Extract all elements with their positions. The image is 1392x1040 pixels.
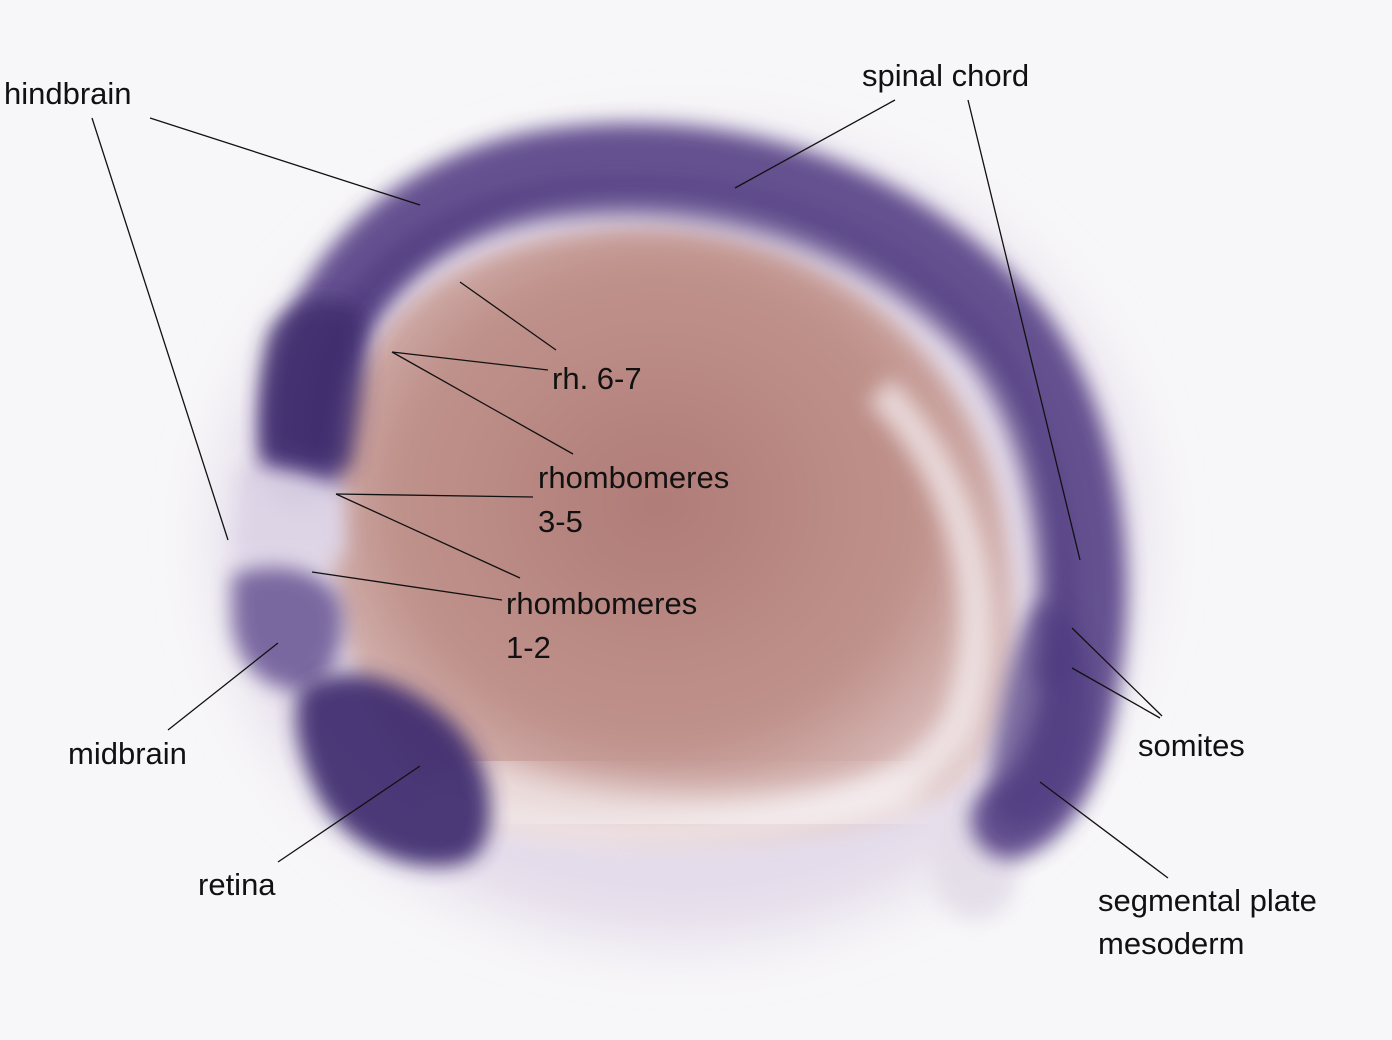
- leader-retina: [277, 765, 421, 863]
- label-segmental-plate-line1: segmental plate: [1098, 883, 1317, 918]
- leader-rh12-a: [335, 493, 521, 579]
- leader-midbrain: [167, 642, 279, 731]
- leader-hindbrain-upper: [149, 117, 421, 206]
- label-somites: somites: [1138, 728, 1245, 763]
- leader-rh67-b: [391, 351, 549, 371]
- label-rh-6-7: rh. 6-7: [552, 361, 642, 396]
- leader-segmental-plate: [1039, 781, 1169, 879]
- retina-stain: [296, 674, 491, 867]
- neural-tube-core: [302, 181, 1073, 688]
- somites-stain: [990, 600, 1091, 830]
- leader-rh67-a: [459, 281, 557, 351]
- label-rhombomeres-1-2-line1: rhombomeres: [506, 586, 698, 621]
- leader-lines: [91, 99, 1169, 879]
- leader-spinal-chord: [734, 99, 896, 189]
- midbrain-stain: [232, 567, 343, 690]
- leader-hindbrain-lower: [91, 117, 229, 541]
- hindbrain-dark-block: [260, 299, 365, 470]
- label-hindbrain: hindbrain: [4, 76, 132, 111]
- label-retina: retina: [198, 867, 276, 902]
- leader-rh35-a: [391, 351, 574, 455]
- yolk-lower-rim: [460, 752, 926, 835]
- label-rhombomeres-3-5-line2: 3-5: [538, 504, 583, 539]
- leader-somites-b: [1071, 667, 1161, 719]
- label-midbrain: midbrain: [68, 736, 187, 771]
- leader-somites-a: [1071, 627, 1163, 717]
- label-rhombomeres-1-2-line2: 1-2: [506, 630, 551, 665]
- rhombomeres-3-5-band: [235, 466, 345, 560]
- label-segmental-plate-line2: mesoderm: [1098, 926, 1245, 961]
- leader-somites-upper: [967, 99, 1081, 561]
- leader-rh12-b: [311, 571, 503, 601]
- yolk: [330, 227, 1014, 841]
- label-rhombomeres-3-5-line1: rhombomeres: [538, 460, 730, 495]
- leader-rh35-b: [335, 493, 534, 498]
- label-spinal-chord: spinal chord: [862, 58, 1030, 93]
